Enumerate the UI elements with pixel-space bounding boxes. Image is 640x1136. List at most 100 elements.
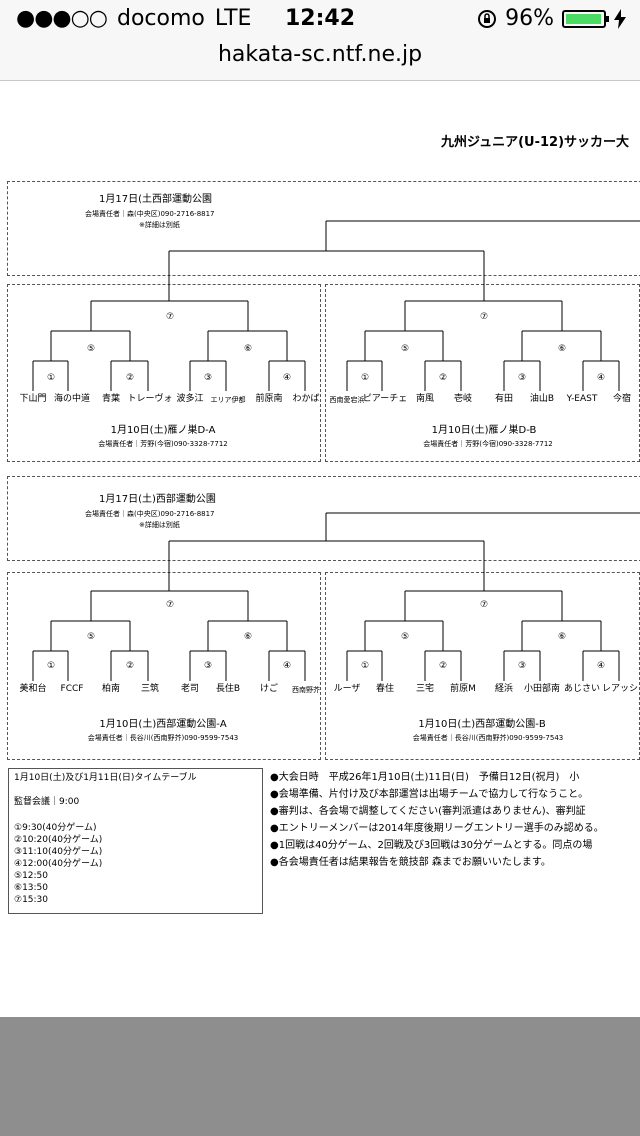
- match-label: ③: [517, 373, 527, 383]
- final-note-2: ※詳細は別紙: [139, 521, 180, 529]
- team-name: 小田部南: [523, 684, 561, 694]
- battery-icon: [562, 9, 609, 28]
- team-name: 春住: [375, 684, 395, 694]
- venue-box-2a: [7, 572, 321, 760]
- match-label: ⑦: [165, 312, 175, 322]
- match-label: ③: [203, 661, 213, 671]
- timetable-slot: ①9:30(40分ゲーム): [14, 823, 97, 833]
- team-name: 南風: [415, 394, 435, 404]
- team-name: 海の中道: [53, 394, 91, 404]
- team-name: 下山門: [19, 394, 47, 404]
- match-label: ⑦: [165, 600, 175, 610]
- match-label: ⑦: [479, 312, 489, 322]
- team-name: けご: [259, 684, 279, 694]
- final-manager-2: 会場責任者｜森(中央区)090-2716-8817: [85, 510, 215, 518]
- team-name: 青葉: [101, 394, 121, 404]
- match-label: ⑥: [557, 344, 567, 354]
- venue-date: 1月10日(土)雁ノ巣D-B: [431, 425, 537, 436]
- timetable-title: 1月10日(土)及び1月11日(日)タイムテーブル: [14, 773, 197, 783]
- document-view[interactable]: 九州ジュニア(U-12)サッカー大 1月17日(土西部運動公園 会場責任者｜森(…: [0, 81, 640, 1017]
- team-name: 老司: [180, 684, 200, 694]
- team-name: レアッシ: [601, 684, 639, 694]
- match-label: ①: [360, 661, 370, 671]
- team-name: 前原南: [255, 394, 283, 404]
- timetable-slot: ⑤12:50: [14, 871, 49, 881]
- team-name: 経浜: [494, 684, 514, 694]
- rule-item: ●大会日時 平成26年1月10日(土)11日(日) 予備日12日(祝月) 小: [270, 772, 580, 783]
- match-label: ②: [125, 373, 135, 383]
- venue-manager: 会場責任者｜長谷川(西南野芥)090-9599-7543: [412, 734, 564, 742]
- document-title: 九州ジュニア(U-12)サッカー大: [441, 135, 630, 150]
- team-name: 三宅: [415, 684, 435, 694]
- rule-item: ●エントリーメンバーは2014年度後期リーグエントリー選手のみ認める。: [270, 823, 604, 834]
- team-name: Y-EAST: [566, 394, 598, 404]
- team-name: 油山B: [529, 394, 555, 404]
- match-label: ⑤: [86, 344, 96, 354]
- rule-item: ●審判は、各会場で調整してください(審判派遣はありません)、審判証: [270, 806, 586, 817]
- timetable-slot: ⑥13:50: [14, 883, 49, 893]
- timetable-slot: ③11:10(40分ゲーム): [14, 847, 103, 857]
- venue-date: 1月10日(土)西部運動公園-B: [418, 719, 546, 730]
- timetable-slot: ②10:20(40分ゲーム): [14, 835, 103, 845]
- team-name: ピアーチェ: [362, 394, 408, 404]
- team-name: 三筑: [140, 684, 160, 694]
- team-name: 長住B: [215, 684, 241, 694]
- match-label: ②: [438, 373, 448, 383]
- match-label: ⑤: [86, 632, 96, 642]
- clock: 12:42: [284, 6, 356, 31]
- bottom-toolbar: [0, 1017, 640, 1136]
- carrier-name: docomo: [116, 6, 205, 31]
- status-bar: ●●●○○ docomo LTE 12:42 96%: [0, 0, 640, 40]
- match-label: ⑤: [400, 344, 410, 354]
- team-name: 西南愛宕浜: [329, 396, 365, 404]
- team-name: 有田: [494, 394, 514, 404]
- network-type: LTE: [214, 6, 252, 31]
- team-name: 波多江: [176, 394, 204, 404]
- venue-date: 1月10日(土)西部運動公園-A: [99, 719, 227, 730]
- team-name: 美和台: [19, 684, 47, 694]
- rule-item: ●各会場責任者は結果報告を競技部 森までお願いいたします。: [270, 857, 551, 868]
- venue-manager: 会場責任者｜長谷川(西南野芥)090-9599-7543: [87, 734, 239, 742]
- team-name: FCCF: [60, 684, 84, 694]
- match-label: ④: [596, 373, 606, 383]
- venue-manager: 会場責任者｜芳野(今宿)090-3328-7712: [423, 440, 553, 448]
- final-manager-1: 会場責任者｜森(中央区)090-2716-8817: [85, 210, 215, 218]
- final-note-1: ※詳細は別紙: [139, 221, 180, 229]
- match-label: ①: [360, 373, 370, 383]
- battery-percent: 96%: [505, 6, 554, 31]
- timetable-slot: ⑦15:30: [14, 895, 49, 905]
- rotation-lock-icon: [478, 9, 497, 28]
- rules-list: ●大会日時 平成26年1月10日(土)11日(日) 予備日12日(祝月) 小 ●…: [270, 769, 640, 871]
- timetable-slot: ④12:00(40分ゲーム): [14, 859, 103, 869]
- status-right: 96%: [477, 6, 626, 31]
- match-label: ⑥: [243, 344, 253, 354]
- match-label: ⑥: [557, 632, 567, 642]
- team-name: トレーヴォ: [127, 394, 173, 404]
- address-bar[interactable]: hakata-sc.ntf.ne.jp: [0, 40, 640, 81]
- signal-strength-icon: ●●●○○: [16, 6, 108, 31]
- timetable-box: 1月10日(土)及び1月11日(日)タイムテーブル 監督会議｜9:00 ①9:3…: [8, 768, 263, 914]
- team-name: 壱岐: [453, 394, 473, 404]
- timetable-meeting: 監督会議｜9:00: [14, 797, 80, 807]
- battery-fill: [566, 13, 601, 24]
- venue-manager: 会場責任者｜芳野(今宿)090-3328-7712: [98, 440, 228, 448]
- final-date-2: 1月17日(土)西部運動公園: [99, 494, 216, 505]
- final-date-1: 1月17日(土西部運動公園: [99, 194, 212, 205]
- match-label: ②: [125, 661, 135, 671]
- team-name: 前原M: [450, 684, 476, 694]
- url-text[interactable]: hakata-sc.ntf.ne.jp: [217, 42, 423, 67]
- match-label: ⑦: [479, 600, 489, 610]
- status-left: ●●●○○ docomo LTE: [16, 6, 251, 31]
- final-box-2: [7, 476, 640, 561]
- venue-date: 1月10日(土)雁ノ巣D-A: [110, 425, 216, 436]
- rule-item: ●1回戦は40分ゲーム、2回戦及び3回戦は30分ゲームとする。同点の場: [270, 840, 593, 851]
- rule-item: ●会場準備、片付け及び本部運営は出場チームで協力して行なうこと。: [270, 789, 589, 800]
- final-box-1: [7, 181, 640, 276]
- bracket-lines: [32, 220, 640, 681]
- match-label: ③: [203, 373, 213, 383]
- match-label: ①: [46, 373, 56, 383]
- match-label: ②: [438, 661, 448, 671]
- venue-box-1a: [7, 284, 321, 462]
- charging-bolt-icon: [614, 8, 626, 29]
- team-name: あじさい: [563, 684, 601, 694]
